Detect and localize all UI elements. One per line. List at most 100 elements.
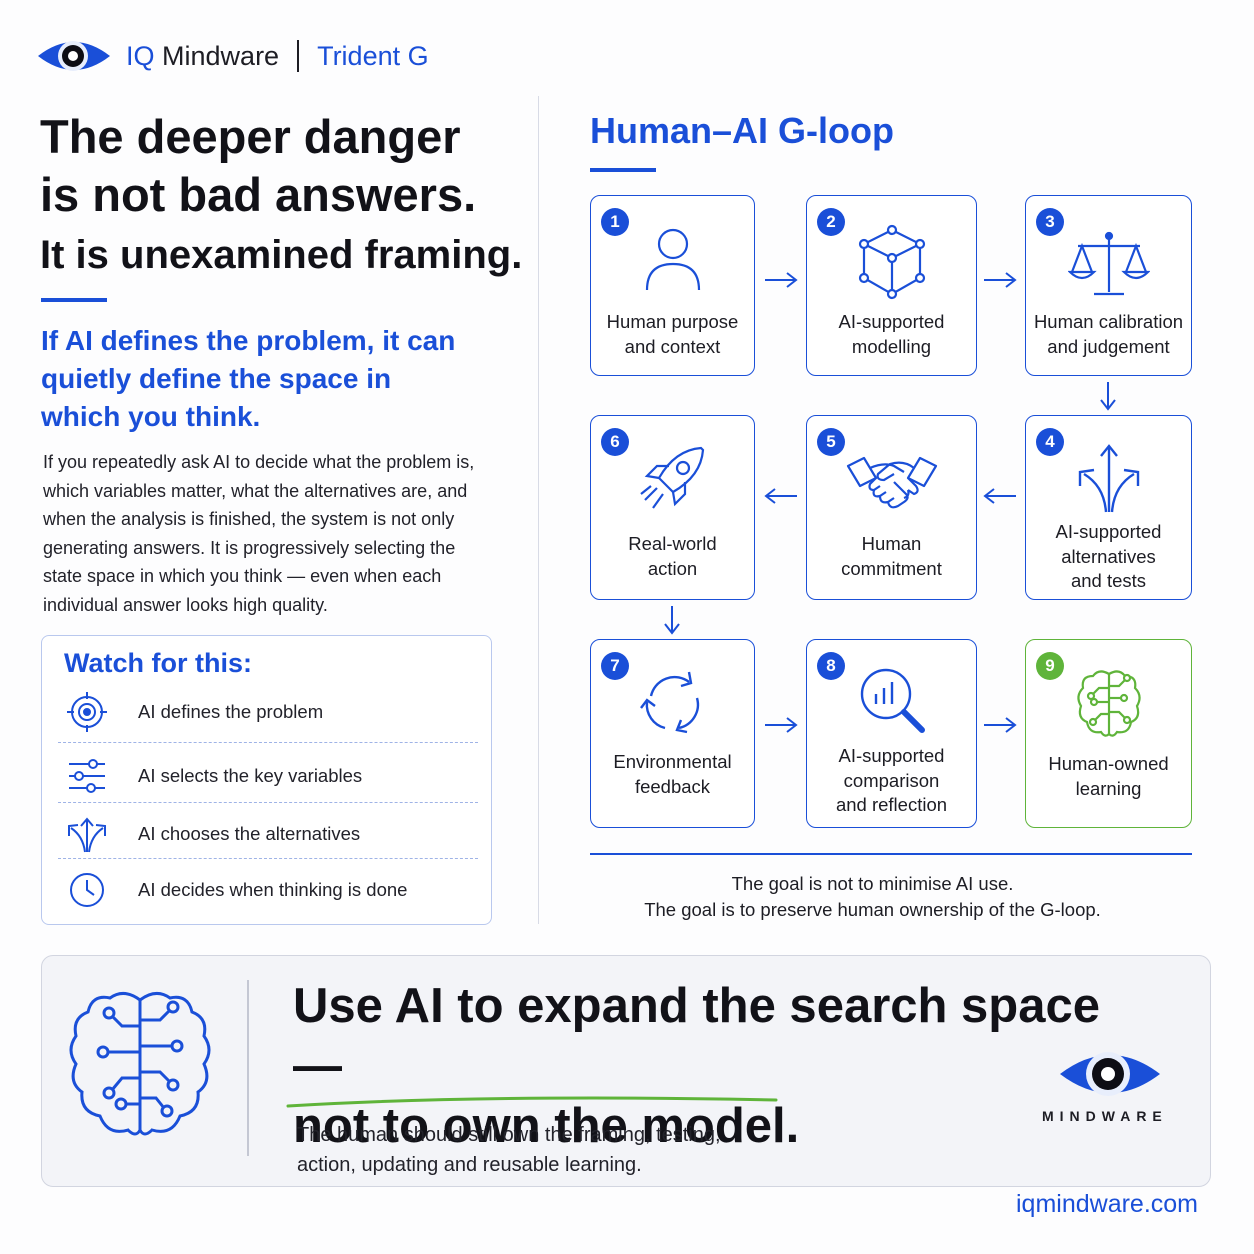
body-line: state space in which you think — even wh…	[43, 566, 442, 587]
banner-sub-line: The human should still own the framing, …	[297, 1124, 721, 1146]
mindware-wordmark: MINDWARE	[1042, 1108, 1168, 1124]
watch-item-label: AI chooses the alternatives	[138, 823, 361, 844]
scales-icon	[1026, 230, 1191, 300]
step-label: Human purpose and context	[595, 310, 750, 359]
step-8-card: 8 AI-supported comparison and reflection	[806, 639, 977, 828]
step-number-badge: 6	[601, 428, 629, 456]
step-label: AI-supported alternatives and tests	[1030, 520, 1187, 594]
brand-separator	[297, 40, 300, 72]
headline: The deeper danger is not bad answers. It…	[40, 108, 530, 286]
bottom-banner: Use AI to expand the search space — not …	[41, 955, 1211, 1187]
arrow-left-icon	[764, 488, 797, 504]
column-divider	[538, 96, 539, 924]
body-paragraph: If you repeatedly ask AI to decide what …	[43, 448, 513, 620]
chart-magnifier-icon	[807, 664, 976, 738]
watch-item: AI chooses the alternatives	[58, 806, 478, 862]
step-label-line: comparison	[843, 769, 940, 791]
brand-suffix: Mindware	[162, 40, 280, 71]
step-label-line: action	[647, 557, 698, 579]
branching-arrows-icon	[58, 809, 116, 859]
step-9-card: 9 Human-owned learning	[1025, 639, 1192, 828]
watch-title: Watch for this:	[64, 648, 252, 678]
circuit-brain-icon	[1026, 666, 1191, 742]
subhead-line-3: which you think.	[41, 401, 261, 432]
rocket-icon	[591, 442, 754, 518]
step-label-line: and judgement	[1047, 335, 1170, 357]
cycle-arrows-icon	[591, 668, 754, 740]
step-number-badge: 4	[1036, 428, 1064, 456]
headline-line-3: It is unexamined framing.	[40, 233, 523, 277]
step-label-line: AI-supported	[838, 311, 945, 332]
step-number-badge: 2	[817, 208, 845, 236]
cube-network-icon	[807, 224, 976, 300]
step-number-badge: 1	[601, 208, 629, 236]
handshake-icon	[807, 452, 976, 522]
branching-arrows-icon	[1026, 442, 1191, 514]
step-label-line: Real-world	[628, 533, 717, 554]
headline-line-2: is not bad answers.	[40, 168, 477, 221]
body-line: individual answer looks high quality.	[43, 594, 328, 615]
arrow-down-icon	[1100, 382, 1116, 411]
person-icon	[591, 226, 754, 292]
step-label-line: learning	[1075, 777, 1142, 799]
arrow-right-icon	[765, 272, 798, 288]
step-label: Human commitment	[811, 532, 972, 581]
arrow-right-icon	[984, 717, 1017, 733]
step-5-card: 5 Human commitment	[806, 415, 977, 600]
watch-for-this-box: Watch for this: AI defines the problem A…	[41, 635, 492, 925]
subhead-line-1: If AI defines the problem, it can	[41, 325, 456, 356]
step-label: AI-supported modelling	[811, 310, 972, 359]
banner-divider	[247, 980, 249, 1156]
step-label: Environmental feedback	[595, 750, 750, 799]
watch-item-label: AI selects the key variables	[138, 765, 363, 786]
product-name: Trident G	[317, 40, 429, 71]
step-label-line: and tests	[1070, 570, 1147, 591]
banner-headline: Use AI to expand the search space — not …	[293, 976, 1113, 1156]
step-label: Human-owned learning	[1030, 752, 1187, 801]
brand-prefix: IQ	[126, 40, 155, 71]
loop-divider	[590, 853, 1192, 855]
loop-title-underline	[590, 168, 656, 172]
step-number-badge: 3	[1036, 208, 1064, 236]
divider	[58, 802, 478, 803]
clock-icon	[58, 865, 116, 915]
loop-note: The goal is not to minimise AI use. The …	[590, 871, 1155, 923]
step-2-card: 2 AI-supported modelling	[806, 195, 977, 376]
step-label-line: Human	[861, 533, 922, 554]
arrow-right-icon	[984, 272, 1017, 288]
loop-note-line: The goal is to preserve human ownership …	[644, 899, 1101, 920]
watch-item-label: AI defines the problem	[138, 701, 324, 722]
brain-icon	[64, 986, 216, 1146]
step-3-card: 3 Human calibration and judgement	[1025, 195, 1192, 376]
mindware-eye-logo-icon	[1058, 1044, 1162, 1104]
sliders-icon	[58, 751, 116, 801]
loop-note-line: The goal is not to minimise AI use.	[731, 873, 1014, 894]
step-label: Real-world action	[595, 532, 750, 581]
body-line: generating answers. It is progressively …	[43, 537, 456, 558]
body-line: when the analysis is finished, the syste…	[43, 509, 455, 530]
watch-item: AI defines the problem	[58, 684, 478, 740]
step-label-line: Human-owned	[1048, 753, 1169, 774]
brand-name: IQ Mindware	[126, 41, 279, 72]
target-icon	[58, 687, 116, 737]
body-line: If you repeatedly ask AI to decide what …	[43, 452, 475, 472]
brand-header: IQ Mindware Trident G	[36, 34, 429, 78]
step-6-card: 6 Real-world action	[590, 415, 755, 600]
website-link[interactable]: iqmindware.com	[1016, 1190, 1199, 1218]
banner-headline-line: not to own the model.	[293, 1099, 800, 1153]
watch-item: AI decides when thinking is done	[58, 862, 478, 918]
banner-headline-line: Use AI to expand the search space —	[293, 979, 1100, 1093]
body-line: which variables matter, what the alterna…	[43, 480, 468, 501]
step-7-card: 7 Environmental feedback	[590, 639, 755, 828]
headline-line-1: The deeper danger	[40, 110, 461, 163]
step-number-badge: 7	[601, 652, 629, 680]
step-label-line: commitment	[841, 557, 942, 579]
step-label-line: AI-supported	[1055, 521, 1162, 542]
arrow-right-icon	[765, 717, 798, 733]
step-4-card: 4 AI-supported alternatives and tests	[1025, 415, 1192, 600]
arrow-left-icon	[983, 488, 1016, 504]
loop-title: Human–AI G-loop	[590, 110, 894, 151]
subheadline: If AI defines the problem, it can quietl…	[41, 322, 511, 436]
step-label: AI-supported comparison and reflection	[811, 744, 972, 818]
step-label-line: and context	[624, 335, 721, 357]
